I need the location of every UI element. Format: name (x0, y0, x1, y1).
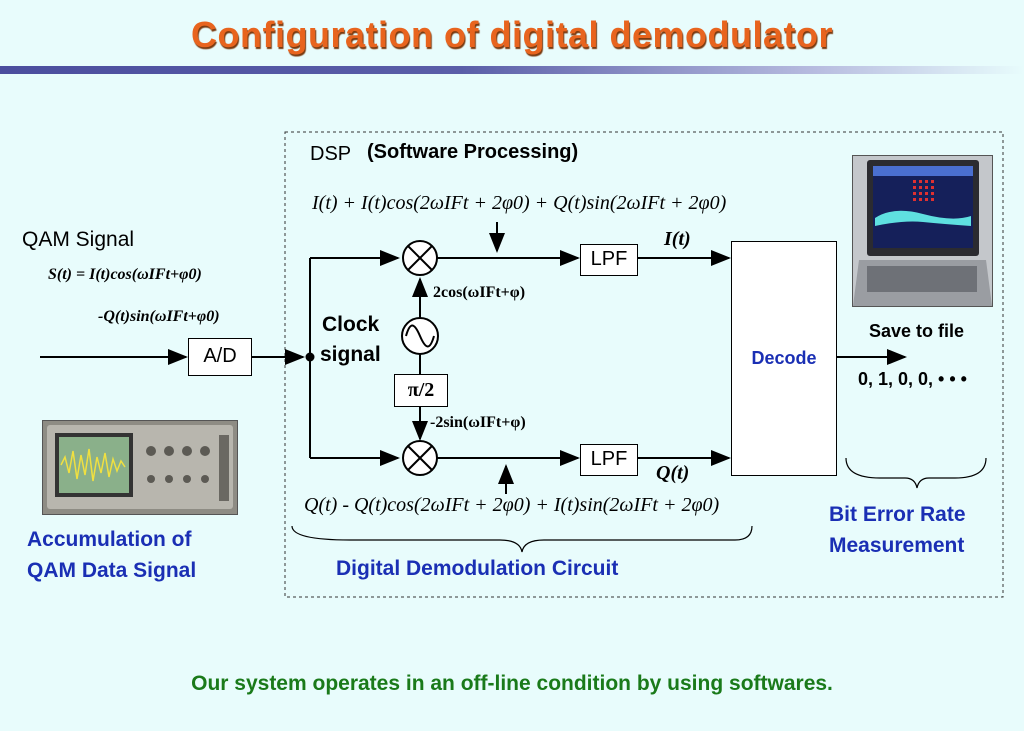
save-to-file-label: Save to file (869, 321, 965, 341)
decode-box: Decode (731, 241, 837, 476)
ber-brace (845, 457, 987, 489)
dsp-label: DSP (310, 143, 352, 165)
q-output-label: Q(t) (656, 462, 690, 484)
qam-equation-line2: -Q(t)sin(ωIFt+φ0) (98, 308, 220, 325)
clock-label-line1: Clock (322, 313, 380, 336)
i-output-label: I(t) (664, 228, 691, 250)
ber-label-line2: Measurement (829, 534, 965, 557)
oscilloscope-image (43, 421, 237, 514)
phase-shifter-box: π/2 (394, 374, 448, 407)
circuit-label: Digital Demodulation Circuit (336, 557, 619, 580)
osc-cos-label: 2cos(ωIFt+φ) (433, 284, 526, 301)
ad-converter-box: A/D (188, 338, 252, 376)
slide-title: Configuration of digital demodulator (191, 14, 833, 55)
oscilloscope-photo (42, 420, 238, 515)
laptop-photo (852, 155, 993, 307)
osc-sin-label: -2sin(ωIFt+φ) (430, 414, 526, 431)
dsp-boundary (284, 131, 1004, 598)
clock-label-line2: signal (320, 343, 381, 366)
lpf-top-box: LPF (580, 244, 638, 276)
ber-label-line1: Bit Error Rate (829, 503, 966, 526)
qam-equation-line1: S(t) = I(t)cos(ωIFt+φ0) (48, 266, 202, 283)
bottom-branch-equation: Q(t) - Q(t)cos(2ωIFt + 2φ0) + I(t)sin(2ω… (304, 494, 720, 516)
circuit-brace (291, 525, 753, 553)
lpf-bottom-box: LPF (580, 444, 638, 476)
accumulation-label-line1: Accumulation of (27, 528, 192, 551)
laptop-image (853, 156, 992, 306)
accumulation-label-line2: QAM Data Signal (27, 559, 197, 582)
qam-signal-label: QAM Signal (22, 228, 135, 251)
footer-note: Our system operates in an off-line condi… (191, 672, 833, 695)
top-branch-equation: I(t) + I(t)cos(2ωIFt + 2φ0) + Q(t)sin(2ω… (312, 192, 727, 214)
bit-sequence: 0, 1, 0, 0, • • • (858, 369, 967, 389)
title-underline-bar (0, 66, 1024, 74)
dsp-sublabel: (Software Processing) (367, 141, 579, 163)
